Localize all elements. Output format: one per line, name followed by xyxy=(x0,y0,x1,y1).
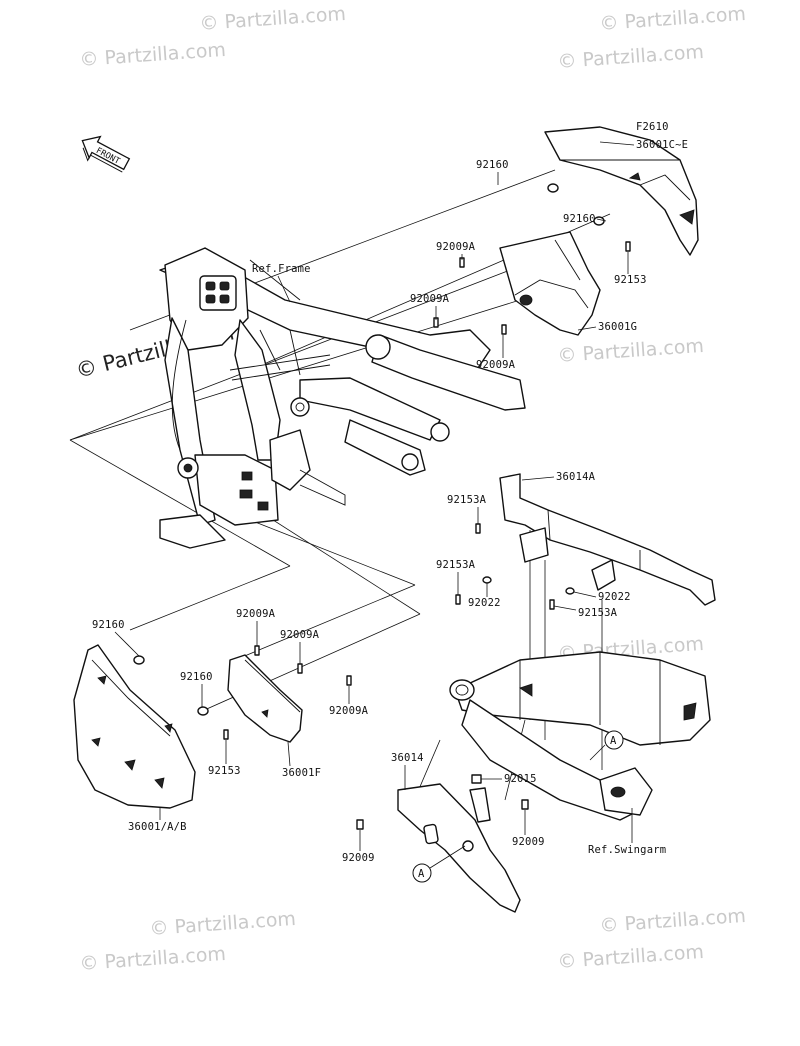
part-36001c-e xyxy=(544,126,699,256)
part-label: 92160 xyxy=(92,619,125,631)
part-label: 36001/A/B xyxy=(128,821,187,833)
part-label: 92009A xyxy=(280,629,320,641)
watermark: © Partzilla.com xyxy=(79,943,227,975)
watermark: © Partzilla.com xyxy=(599,3,747,35)
watermark: © Partzilla.com xyxy=(199,3,347,35)
figure-code: F2610 xyxy=(636,121,669,133)
ref-swingarm-label: Ref.Swingarm xyxy=(588,844,666,856)
part-label: 92153 xyxy=(208,765,241,777)
part-label: 92153A xyxy=(578,607,618,619)
part-label: 36014 xyxy=(391,752,424,764)
watermark: © Partzilla.com xyxy=(557,335,705,367)
part-label: 92153A xyxy=(436,559,476,571)
watermark: © Partzilla.com xyxy=(79,39,227,71)
part-label: 92015 xyxy=(504,773,537,785)
part-label: 36001C~E xyxy=(636,139,688,151)
part-label: 92009A xyxy=(329,705,369,717)
part-label: 92160 xyxy=(180,671,213,683)
frame-reference xyxy=(159,247,526,549)
part-label: 92009A xyxy=(236,608,276,620)
watermark: © Partzilla.com xyxy=(557,941,705,973)
swingarm-reference xyxy=(449,651,711,821)
part-36001f xyxy=(227,654,303,743)
watermark: © Partzilla.com xyxy=(149,908,297,940)
part-label: 36014A xyxy=(556,471,596,483)
marker-a-label: A xyxy=(418,868,425,880)
part-label: 92153 xyxy=(614,274,647,286)
hardware-upper xyxy=(433,183,631,335)
part-36001g xyxy=(499,231,601,336)
part-label: 92009A xyxy=(436,241,476,253)
marker-a-guard: A xyxy=(412,845,466,883)
part-36014a xyxy=(499,473,716,606)
marker-a-label: A xyxy=(610,735,617,747)
part-label: 92153A xyxy=(447,494,487,506)
part-label: 92009 xyxy=(512,836,545,848)
part-label: 36001F xyxy=(282,767,321,779)
part-label: 92160 xyxy=(476,159,509,171)
part-36001-a-b xyxy=(73,644,196,809)
watermark: © Partzilla.com xyxy=(557,41,705,73)
front-arrow-icon: FRONT xyxy=(81,135,131,173)
part-label: 92009A xyxy=(410,293,450,305)
part-36014 xyxy=(397,783,521,913)
ref-frame-label: Ref.Frame xyxy=(252,263,311,275)
part-labels: 36001C~E 92160 92160 92009A 92009A 92153… xyxy=(92,139,688,864)
part-label: 92022 xyxy=(598,591,631,603)
watermark: © Partzilla.com xyxy=(599,905,747,937)
part-label: 92009 xyxy=(342,852,375,864)
part-label: 92160 xyxy=(563,213,596,225)
part-label: 36001G xyxy=(598,321,637,333)
marker-a-swingarm: A xyxy=(589,730,624,761)
part-label: 92009A xyxy=(476,359,516,371)
part-label: 92022 xyxy=(468,597,501,609)
